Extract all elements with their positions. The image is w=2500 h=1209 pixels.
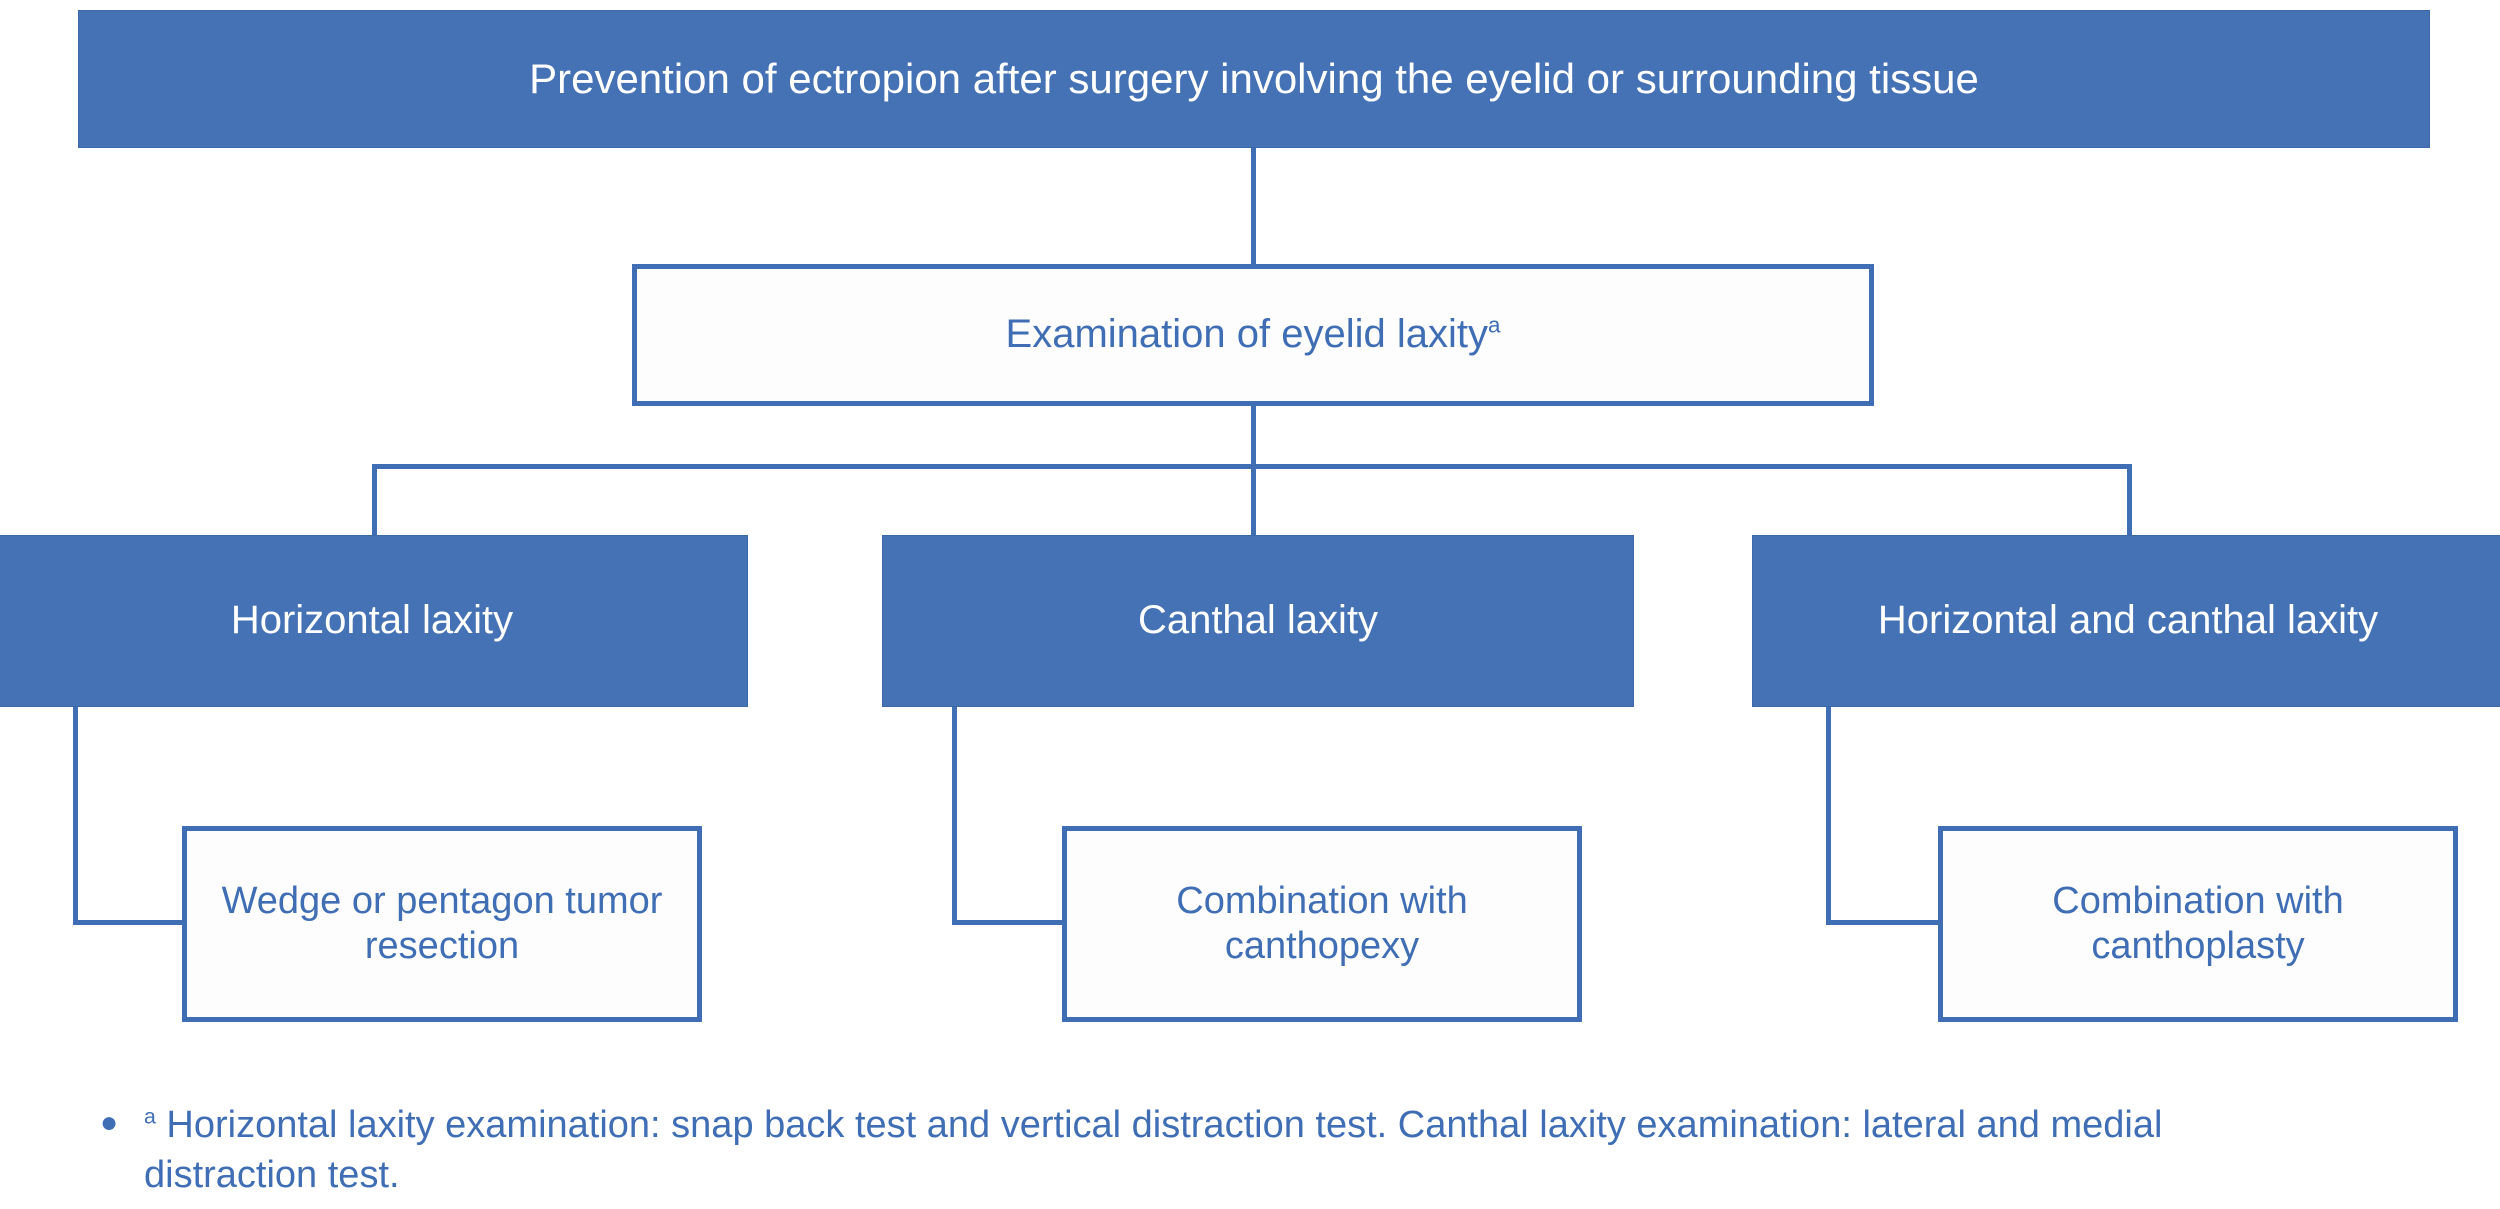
node-canthal-laxity-label: Canthal laxity <box>1137 598 1379 643</box>
node-combination-with-canthopexy: Combination with canthopexy <box>1062 826 1582 1022</box>
connector-canthal-elbow-vertical <box>952 707 957 925</box>
node-combination-with-canthoplasty: Combination with canthoplasty <box>1938 826 2458 1022</box>
connector-both-elbow-vertical <box>1826 707 1831 925</box>
node-horizontal-and-canthal-laxity-label: Horizontal and canthal laxity <box>1877 598 2379 643</box>
node-wedge-or-pentagon-tumor-resection: Wedge or pentagon tumor resection <box>182 826 702 1022</box>
footnote: ● a Horizontal laxity examination: snap … <box>100 1100 2320 1200</box>
connector-canthal-elbow-horizontal <box>952 920 1068 925</box>
footnote-bullet-icon: ● <box>100 1106 119 1139</box>
connector-root-to-examination <box>1251 148 1256 266</box>
node-root-prevention: Prevention of ectropion after surgery in… <box>78 10 2430 148</box>
connector-horizontal-elbow-vertical <box>73 707 78 925</box>
node-examination-label: Examination of eyelid laxitya <box>992 311 1515 358</box>
node-canthoplasty-label: Combination with canthoplasty <box>2052 880 2344 967</box>
node-examination-text: Examination of eyelid laxity <box>1005 312 1488 357</box>
node-horizontal-and-canthal-laxity: Horizontal and canthal laxity <box>1752 535 2500 707</box>
footnote-body: Horizontal laxity examination: snap back… <box>144 1104 2163 1197</box>
footnote-text: a Horizontal laxity examination: snap ba… <box>144 1100 2320 1200</box>
connector-bar-to-both <box>2127 464 2132 538</box>
connector-examination-drop <box>1251 406 1256 468</box>
node-horizontal-laxity-label: Horizontal laxity <box>230 598 514 643</box>
node-wedge-label: Wedge or pentagon tumor resection <box>221 880 663 967</box>
node-examination-eyelid-laxity: Examination of eyelid laxitya <box>632 264 1874 406</box>
connector-horizontal-elbow-horizontal <box>73 920 189 925</box>
node-root-label: Prevention of ectropion after surgery in… <box>529 55 1979 103</box>
node-examination-footnote-marker: a <box>1488 313 1501 339</box>
footnote-marker: a <box>144 1104 156 1129</box>
node-horizontal-laxity: Horizontal laxity <box>0 535 748 707</box>
connector-bar-to-canthal <box>1251 464 1256 538</box>
connector-both-elbow-horizontal <box>1826 920 1944 925</box>
node-canthal-laxity: Canthal laxity <box>882 535 1634 707</box>
connector-bar-to-horizontal <box>372 464 377 538</box>
node-canthopexy-label: Combination with canthopexy <box>1176 880 1468 967</box>
